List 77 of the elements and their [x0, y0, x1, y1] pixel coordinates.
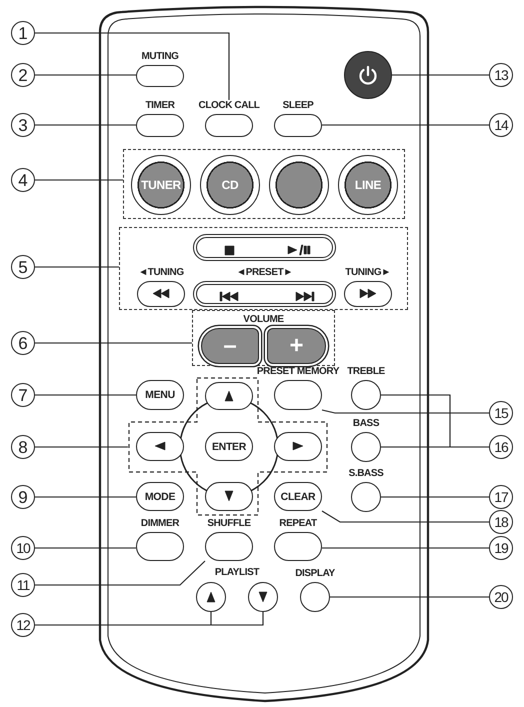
round-button: [248, 582, 278, 612]
callout-number: 3: [11, 113, 35, 137]
callout-number: 11: [11, 573, 35, 597]
button-label: BASS: [352, 418, 380, 430]
leader-line: [35, 612, 264, 626]
source-button: TUNER: [131, 155, 191, 215]
button-label: DIMMER: [140, 518, 180, 530]
leader-line: [35, 496, 136, 498]
button-label: CLOCK CALL: [198, 100, 260, 112]
pill-button: [205, 382, 253, 410]
leader-line: [322, 409, 489, 414]
leader-line: [35, 342, 192, 344]
button-label: TREBLE: [347, 366, 385, 378]
volume-up-button: +: [267, 328, 326, 364]
pill-button: MODE: [136, 482, 184, 511]
callout-number: 5: [11, 255, 35, 279]
callout-number: 9: [11, 485, 35, 509]
source-button: CD: [200, 155, 260, 215]
button-label: TIMER: [145, 100, 175, 112]
leader-line: [35, 74, 136, 76]
button-label: ◄TUNING: [138, 267, 184, 279]
pill-button: ENTER: [205, 432, 253, 461]
pill-button: MENU: [136, 380, 184, 410]
round-button: [196, 582, 226, 612]
dashed-outline: [123, 149, 405, 219]
leader-line: [322, 124, 489, 126]
leader-line: [392, 74, 489, 76]
callout-number: 20: [489, 585, 513, 609]
leader-line: [381, 496, 489, 498]
callout-number: 2: [11, 63, 35, 87]
callout-number: 19: [489, 536, 513, 560]
leader-line: [35, 124, 136, 126]
button-label: PRESET MEMORY: [256, 366, 340, 378]
callout-number: 12: [11, 613, 35, 637]
pill-button: [205, 482, 253, 511]
button-label: S.BASS: [348, 468, 384, 480]
pill-button: [136, 432, 184, 461]
callout-number: 17: [489, 485, 513, 509]
leader-line: [322, 547, 489, 549]
dashed-outline: [192, 310, 335, 366]
pill-button: [193, 234, 336, 261]
button-label: REPEAT: [279, 518, 317, 530]
button-label: SLEEP: [282, 100, 314, 112]
callout-number: 16: [489, 435, 513, 459]
leader-line: [381, 446, 489, 448]
callout-number: 7: [11, 383, 35, 407]
callout-number: 10: [11, 536, 35, 560]
leader-line: [35, 560, 206, 586]
leader-line: [35, 266, 119, 268]
button-label: DISPLAY: [295, 568, 335, 580]
leader-line: [322, 510, 489, 523]
button-label: PLAYLIST: [214, 567, 260, 579]
leader-line: [35, 32, 230, 100]
leader-line: [35, 394, 136, 396]
leader-line: [35, 446, 128, 448]
callout-number: 6: [11, 331, 35, 355]
volume-down-button: –: [201, 328, 259, 364]
callout-number: 8: [11, 435, 35, 459]
callout-number: 15: [489, 401, 513, 425]
pill-button: [274, 432, 322, 461]
button-label: MUTING: [141, 51, 179, 63]
source-button: LINE: [338, 155, 398, 215]
leader-line: [35, 179, 123, 181]
power-button: [344, 51, 392, 99]
callout-number: 13: [489, 63, 513, 87]
leader-line: [330, 596, 489, 598]
button-label: TUNING►: [345, 267, 391, 279]
button-label: SHUFFLE: [207, 518, 251, 530]
pill-button: CLEAR: [274, 482, 322, 511]
callout-number: 4: [11, 168, 35, 192]
callout-number: 1: [11, 21, 35, 45]
callout-number: 14: [489, 113, 513, 137]
group-label: VOLUME: [243, 314, 284, 326]
button-label: ◄PRESET►: [236, 267, 293, 279]
leader-line: [35, 547, 136, 549]
dashed-outline: [119, 227, 408, 310]
callout-number: 18: [489, 510, 513, 534]
